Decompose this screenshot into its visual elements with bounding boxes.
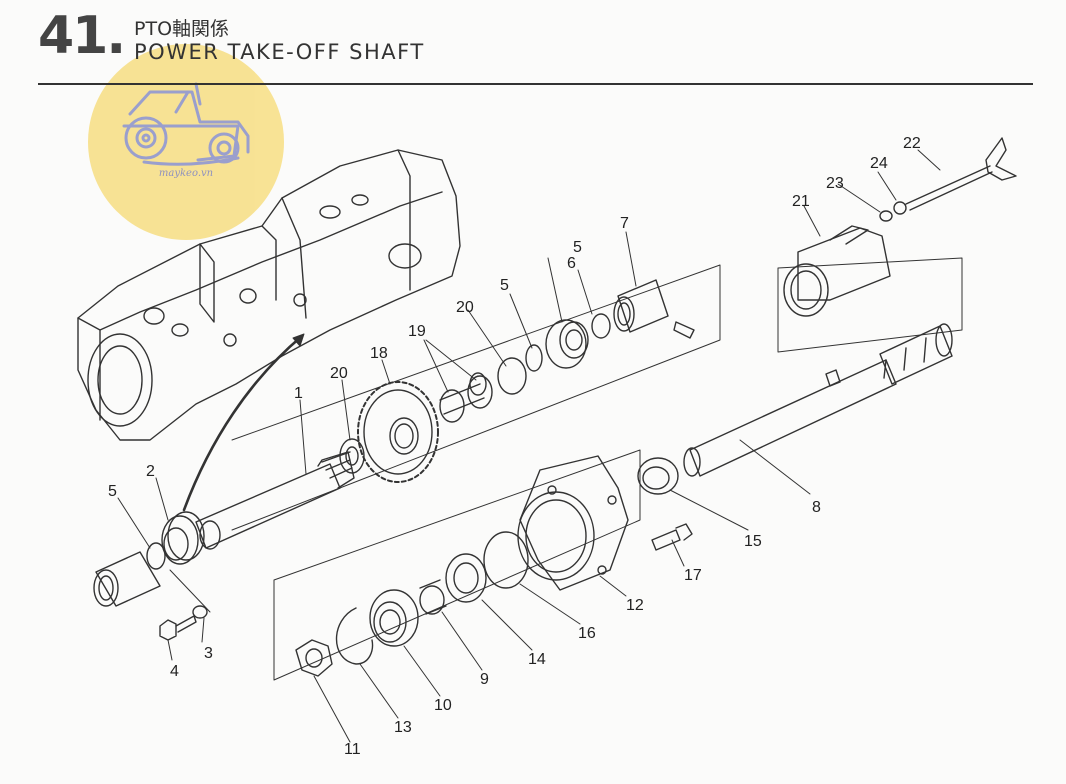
callout-10: 10 [434,697,452,714]
part-2-bearing [161,511,205,565]
part-12-bearing-housing [517,455,629,591]
part-20-thrust-washer-upper [497,357,527,395]
part-5-snap-ring-left [146,542,166,570]
callout-11: 11 [344,741,361,758]
part-5-snap-ring-upper [591,313,611,339]
callout-18: 18 [370,345,388,362]
callout-24: 24 [870,155,888,172]
callout-5-upper: 5 [573,239,582,256]
callout-20-lower: 20 [330,365,348,382]
part-1-shaft [195,451,355,550]
part-18-gear [357,381,439,483]
part-17-bolt [651,523,693,551]
part-7-bushing [613,279,695,339]
pto-cover-group-frame [777,257,963,353]
part-15-oil-seal [637,457,679,495]
coupling-sleeve [93,551,161,607]
section-number: 41. [38,6,126,66]
callout-21: 21 [792,193,810,210]
callout-17: 17 [684,567,702,584]
callout-2: 2 [146,463,155,480]
callout-5-mid: 5 [500,277,509,294]
callout-4: 4 [170,663,179,680]
part-11-nut [295,639,333,677]
callout-23: 23 [826,175,844,192]
callout-7: 7 [620,215,629,232]
part-5-snap-ring-mid [525,344,543,372]
title-japanese: PTO軸関係 [134,18,230,40]
callout-20-upper: 20 [456,299,474,316]
callout-8: 8 [812,499,821,516]
part-16-o-ring [483,531,529,589]
part-6-ball-bearing [545,319,589,369]
assembly-arrow [182,334,304,512]
part-20-thrust-washer-lower [339,438,365,474]
watermark-text: maykeo.vn [158,168,214,179]
part-19-needle-bearings [439,372,493,423]
callout-13: 13 [394,719,412,736]
callout-19: 19 [408,323,426,340]
upper-group-frame [231,264,721,531]
callout-1: 1 [294,385,303,402]
part-3-lock-washer [192,605,208,619]
part-21-pto-cover [783,225,891,317]
tractor-icon [122,82,250,166]
part-8-pto-shaft [683,323,953,477]
part-10-bearing [369,589,419,647]
callout-labels: 22 24 23 21 7 6 5 5 20 19 18 20 1 2 5 3 … [108,135,921,758]
callout-3: 3 [204,645,213,662]
transmission-housing [77,149,461,441]
callout-15: 15 [744,533,762,550]
watermark-logo: maykeo.vn [88,44,284,240]
header-rule [38,83,1033,85]
callout-9: 9 [480,671,489,688]
part-22-wing-rod [905,137,1017,211]
callout-6: 6 [567,255,576,272]
part-23-washer [879,210,893,222]
callout-16: 16 [578,625,596,642]
callout-12: 12 [626,597,644,614]
part-4-bolt [159,615,197,641]
part-13-circlip [335,607,374,665]
callout-14: 14 [528,651,546,668]
callout-22: 22 [903,135,921,152]
part-9-collar [419,579,447,615]
callout-5-left: 5 [108,483,117,500]
part-24-washer [893,201,907,215]
title-english: POWER TAKE-OFF SHAFT [134,40,425,64]
lower-group-frame [273,449,641,681]
part-14-bearing [445,553,487,603]
